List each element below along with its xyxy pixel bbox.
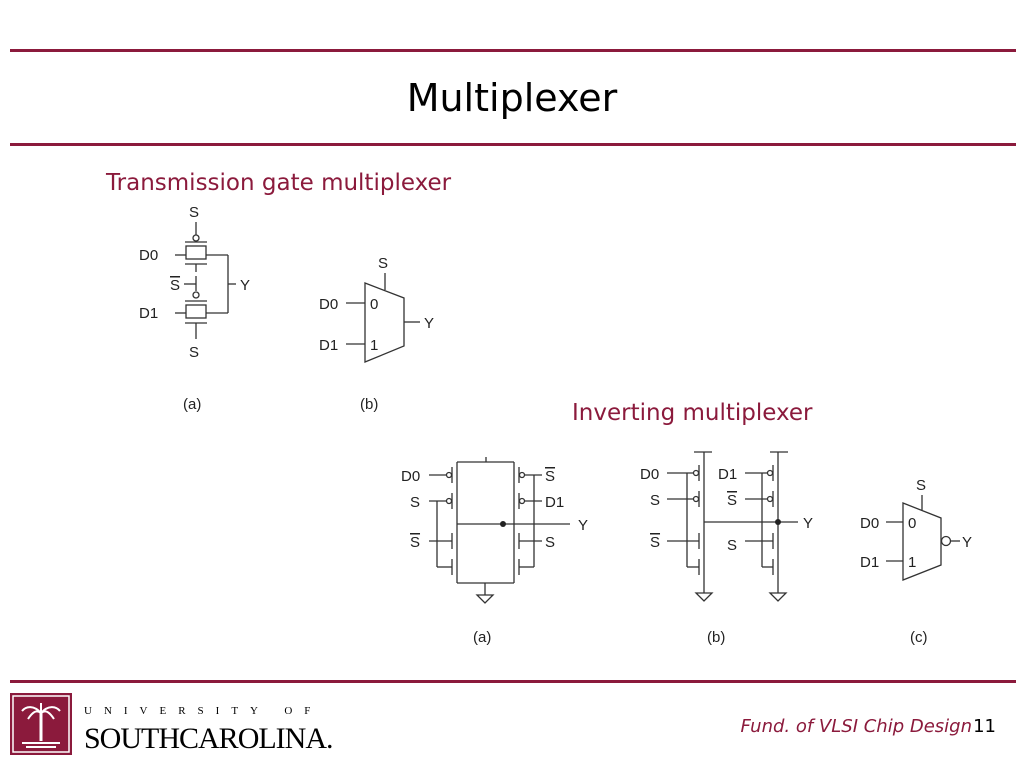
- inv-a-d0-label: D0: [401, 468, 420, 485]
- logo-text-university: UNIVERSITY OF: [84, 705, 323, 717]
- inv-mux-compound-gate: D0 S S D1 Y S: [401, 457, 588, 646]
- inv-a-s-label-1: S: [410, 494, 420, 511]
- inv-a-y-label: Y: [578, 517, 588, 534]
- tg-caption-b: (b): [360, 396, 378, 413]
- inv-c-y-label: Y: [962, 534, 972, 551]
- tg-y-label: Y: [240, 277, 250, 294]
- inv-a-s-label-2: S: [545, 534, 555, 551]
- tg-s-bottom-label: S: [189, 344, 199, 361]
- inv-mux-symbol: S D0 0 D1 1 Y (c): [860, 477, 972, 646]
- palmetto-tree-icon: [12, 695, 70, 753]
- tg-caption-a: (a): [183, 396, 201, 413]
- inv-c-input-0: 0: [908, 515, 916, 532]
- inv-c-d1-label: D1: [860, 554, 879, 571]
- sym-input-1: 1: [370, 337, 378, 354]
- inv-b-s-label-2: S: [727, 537, 737, 554]
- university-seal-logo: [10, 693, 72, 755]
- section-title-inverting: Inverting multiplexer: [572, 400, 813, 426]
- sym-y-label: Y: [424, 315, 434, 332]
- footer-course-title: Fund. of VLSI Chip Design: [740, 716, 972, 737]
- inv-a-sbar-label-1: S: [545, 468, 555, 485]
- section-title-transmission-gate: Transmission gate multiplexer: [106, 170, 452, 196]
- top-rule: [10, 49, 1016, 52]
- tg-mux-symbol: S D0 0 D1 1 Y (b): [319, 255, 434, 413]
- inv-caption-a: (a): [473, 629, 491, 646]
- inv-a-d1-label: D1: [545, 494, 564, 511]
- tg-s-top-label: S: [189, 204, 199, 221]
- page-number: 11: [973, 716, 996, 737]
- inv-b-d0-label: D0: [640, 466, 659, 483]
- sym-s-label: S: [378, 255, 388, 272]
- inv-c-input-1: 1: [908, 554, 916, 571]
- inv-b-s-label-1: S: [650, 492, 660, 509]
- tg-d0-label: D0: [139, 247, 158, 264]
- inv-caption-c: (c): [910, 629, 928, 646]
- inv-b-sbar-label-1: S: [650, 534, 660, 551]
- page-title: Multiplexer: [406, 76, 618, 120]
- circuit-diagrams: S D0 Y S D1 S (a) S D0 0 D1 1: [139, 204, 972, 646]
- inv-b-d1-label: D1: [718, 466, 737, 483]
- inv-b-sbar-label-2: S: [727, 492, 737, 509]
- inv-c-d0-label: D0: [860, 515, 879, 532]
- sym-d1-label: D1: [319, 337, 338, 354]
- inv-caption-b: (b): [707, 629, 725, 646]
- inv-b-y-label: Y: [803, 515, 813, 532]
- tg-sbar-label: S: [170, 277, 180, 294]
- sym-input-0: 0: [370, 296, 378, 313]
- inv-mux-tristate: D0 S S D1 S S: [640, 451, 813, 646]
- tg-mux-schematic: S D0 Y S D1 S (a): [139, 204, 250, 413]
- tg-d1-label: D1: [139, 305, 158, 322]
- footer-rule: [10, 680, 1016, 683]
- inv-c-s-label: S: [916, 477, 926, 494]
- inv-a-sbar-label-2: S: [410, 534, 420, 551]
- logo-text-south-carolina: SOUTHCAROLINA.: [84, 722, 333, 755]
- sym-d0-label: D0: [319, 296, 338, 313]
- title-rule: [10, 143, 1016, 146]
